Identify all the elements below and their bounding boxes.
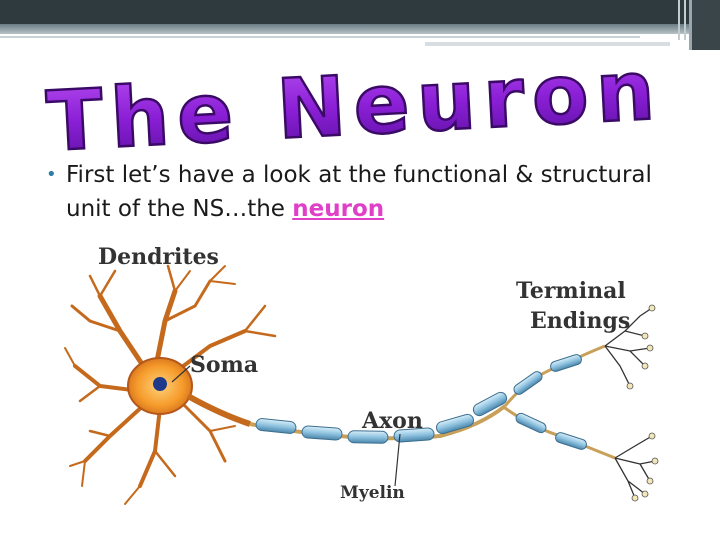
label-soma: Soma [190,352,258,378]
nucleus [153,377,167,391]
bullet-dot-icon: • [46,164,57,185]
dendrites [64,264,277,505]
title-text: The Neuron [45,52,665,152]
axon-hillock [186,393,251,427]
top-decorative-bar [0,0,720,24]
corner-decoration [689,0,720,50]
label-dendrites: Dendrites [98,244,219,270]
terminal-endings [604,307,656,499]
label-pointers [171,365,401,487]
bullet-item: • First let’s have a look at the functio… [46,158,666,226]
label-terminal: Terminal [516,278,626,304]
corner-line [684,0,686,40]
corner-line [678,0,680,40]
terminal-branches [503,344,616,460]
bullet-body: First let’s have a look at the functiona… [66,162,652,222]
top-decorative-line-short [425,42,670,46]
top-decorative-line [0,36,640,38]
top-decorative-stripe [0,24,720,34]
myelin-sheath [255,391,508,444]
soma-pointer [171,365,191,383]
slide-title: The Neuron [43,52,666,152]
neuron-highlight: neuron [292,196,385,222]
myelin-pointer [394,433,401,487]
label-axon: Axon [361,408,423,434]
label-endings: Endings [530,308,630,334]
neuron-diagram: Dendrites Soma Axon Myelin Terminal Endi… [64,244,659,505]
terminal-bulbs [626,304,659,502]
label-myelin: Myelin [340,483,405,503]
bullet-text: First let’s have a look at the functiona… [66,158,666,226]
